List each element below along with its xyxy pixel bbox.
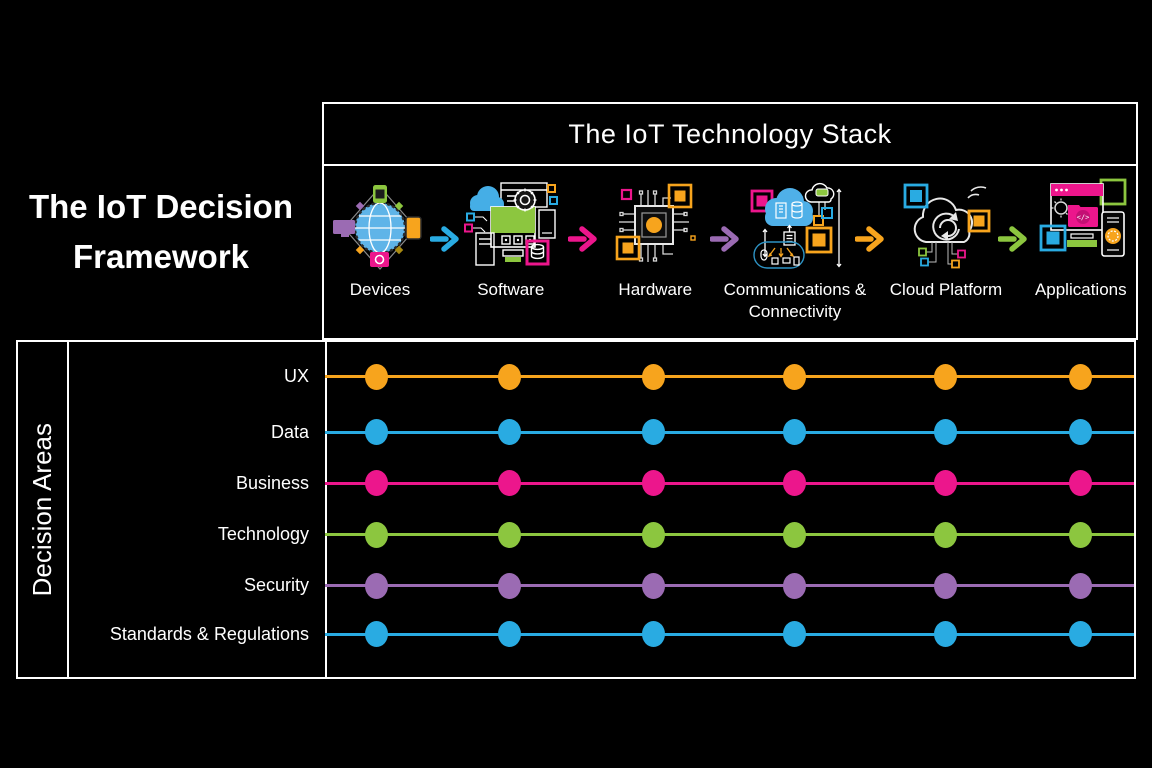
row-track [325,572,1134,600]
matrix-dot [1069,572,1093,599]
row-label-security: Security [243,575,309,596]
decision-areas-axis: Decision Areas [18,342,69,677]
cloud-platform-icon [903,183,991,269]
stage-label-software: Software [477,280,545,299]
stage-label-cloud-platform: Cloud Platform [889,280,1003,299]
technology-stack-stages: Devices [324,166,1136,338]
matrix-dot [641,621,665,648]
hardware-icon [615,183,696,262]
communications-icon [750,182,842,269]
matrix-dot [365,521,389,548]
row-line [325,375,1134,379]
matrix-dot [782,470,806,497]
row-track [325,418,1134,446]
decision-matrix-box: Decision Areas UX Data Business [16,340,1136,679]
matrix-dot [1069,419,1093,446]
matrix-row-security: Security [69,572,1134,600]
row-line [325,632,1134,636]
matrix-dot [641,572,665,599]
arrow-communications-to-cloud-icon [855,226,885,252]
row-line [325,533,1134,537]
matrix-dot [497,621,521,648]
matrix-dot [934,419,957,446]
matrix-dot [1069,621,1093,648]
row-line [325,584,1134,588]
framework-title: The IoT Decision Framework [0,182,322,282]
matrix-dot [497,521,521,548]
matrix-dot [782,363,806,390]
row-label-data: Data [270,421,309,442]
stage-label-applications: Applications [1034,280,1127,299]
stage-devices: Devices [305,176,455,301]
matrix-dot [934,521,957,548]
matrix-vertical-divider [325,342,327,677]
arrow-software-to-hardware-icon [568,226,598,252]
matrix-dot [1069,521,1093,548]
matrix-dot [934,470,957,497]
stage-hardware: Hardware [580,176,730,301]
row-label-business: Business [235,472,309,493]
matrix-dot [782,419,806,446]
stage-label-devices: Devices [349,280,411,299]
row-label-technology: Technology [217,524,309,545]
matrix-row-business: Business [69,469,1134,497]
stage-cloud-platform: Cloud Platform [871,176,1021,301]
matrix-dot [641,419,665,446]
row-label-ux: UX [283,366,309,387]
applications-icon: </> [1039,178,1127,257]
matrix-dot [934,363,957,390]
software-icon [463,182,558,266]
matrix-dot [365,572,389,599]
matrix-dot [365,621,389,648]
technology-stack-box: The IoT Technology Stack [322,102,1138,340]
row-track [325,521,1134,549]
matrix-dot [782,572,806,599]
matrix-row-technology: Technology [69,521,1134,549]
framework-title-line1: The IoT Decision [28,188,294,225]
matrix-dot [782,621,806,648]
matrix-row-data: Data [69,418,1134,446]
matrix-dot [497,470,521,497]
matrix-dot [641,363,665,390]
row-track [325,363,1134,391]
technology-stack-title: The IoT Technology Stack [324,104,1136,166]
svg-text:</>: </> [1076,214,1089,222]
matrix-dot [1069,363,1093,390]
matrix-dot [641,470,665,497]
matrix-dot [1069,470,1093,497]
stage-label-communications: Communications & Connectivity [723,280,867,321]
row-line [325,481,1134,485]
matrix-dot [497,419,521,446]
arrow-cloud-to-applications-icon [998,226,1028,252]
row-track [325,620,1134,648]
matrix-dot [641,521,665,548]
matrix-dot [365,363,389,390]
matrix-row-standards-regulations: Standards & Regulations [69,620,1134,648]
row-line [325,430,1134,434]
decision-matrix-rows: UX Data Business [69,342,1134,677]
matrix-row-ux: UX [69,363,1134,391]
matrix-dot [365,470,389,497]
arrow-devices-to-software-icon [430,226,460,252]
matrix-dot [934,621,957,648]
matrix-dot [497,363,521,390]
matrix-dot [497,572,521,599]
row-label-standards-regulations: Standards & Regulations [109,623,309,644]
stage-applications: </> Applications [1006,176,1152,301]
stage-label-hardware: Hardware [618,280,693,299]
framework-title-line2: Framework [72,238,250,275]
row-track [325,469,1134,497]
arrow-hardware-to-communications-icon [710,226,740,252]
matrix-dot [934,572,957,599]
devices-icon [333,185,422,270]
matrix-dot [782,521,806,548]
stage-software: Software [436,176,586,301]
matrix-dot [365,419,389,446]
stage-communications: Communications & Connectivity [720,176,870,323]
decision-areas-axis-label: Decision Areas [27,422,57,597]
